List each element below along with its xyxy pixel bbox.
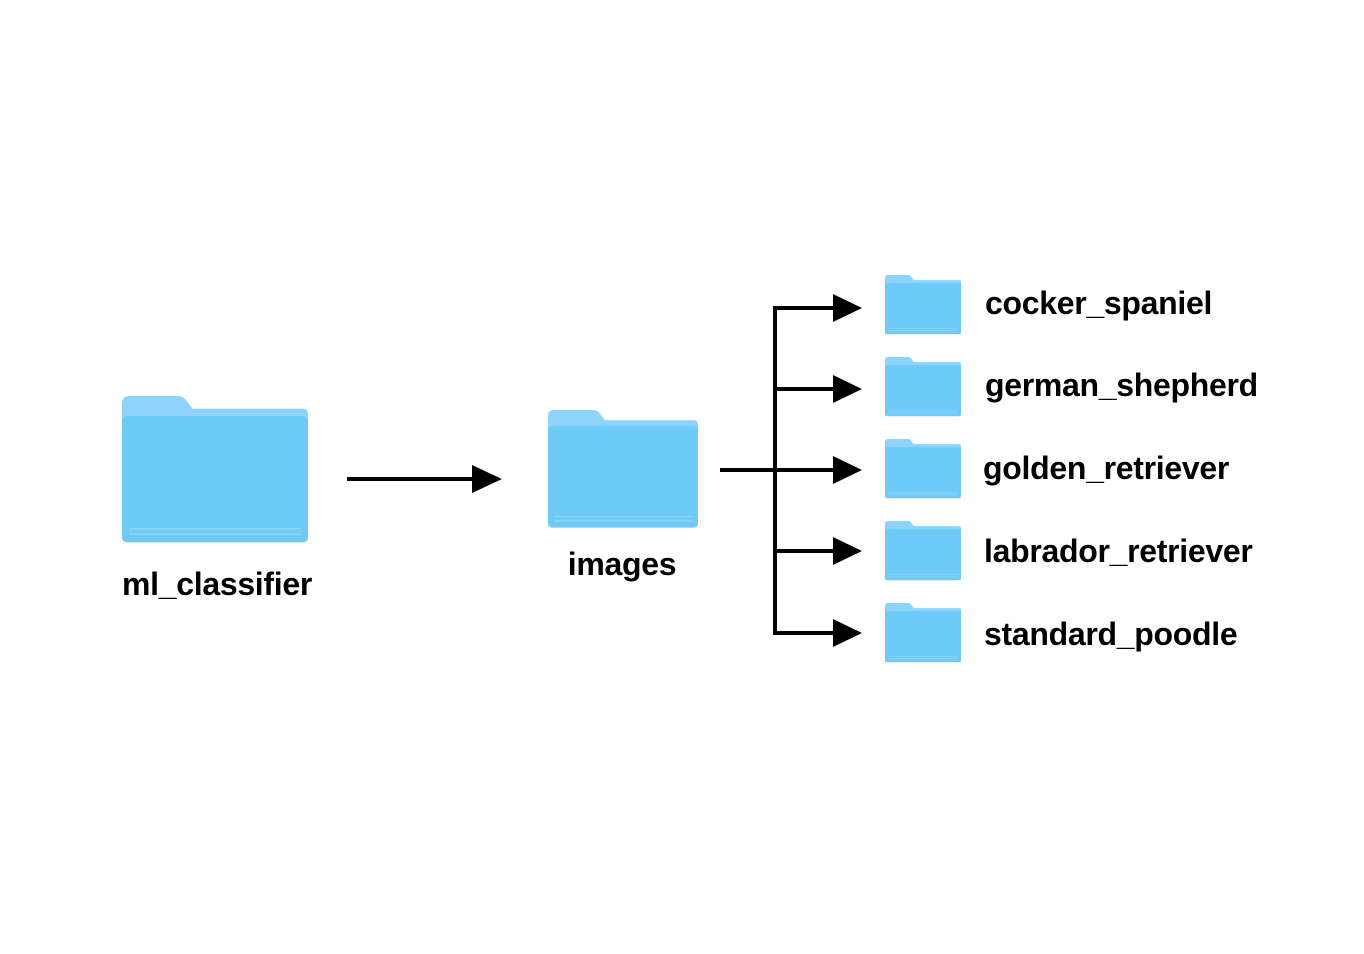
images-folder-label: images [567, 546, 677, 582]
branch-arrow [773, 456, 862, 484]
images-folder-icon[interactable] [547, 409, 699, 529]
golden-retriever-folder-icon[interactable] [884, 438, 962, 499]
german-shepherd-folder-icon[interactable] [884, 356, 962, 417]
class-folder-label-german-shepherd: german_shepherd [985, 367, 1258, 403]
branch-arrow [773, 375, 862, 403]
root-folder-icon[interactable] [121, 395, 309, 543]
class-folder-label-labrador-retriever: labrador_retriever [984, 533, 1253, 569]
labrador-retriever-folder-icon[interactable] [884, 520, 962, 581]
class-folder-label-golden-retriever: golden_retriever [983, 450, 1229, 486]
root-to-images-arrow [347, 465, 502, 493]
standard-poodle-folder-icon[interactable] [884, 602, 962, 663]
root-folder-label: ml_classifier [121, 566, 313, 602]
cocker-spaniel-folder-icon[interactable] [884, 274, 962, 335]
class-folder-label-cocker-spaniel: cocker_spaniel [985, 285, 1213, 321]
branch-arrow [773, 619, 862, 647]
branch-arrow [773, 294, 862, 322]
branch-connector [720, 306, 777, 634]
class-folder-label-standard-poodle: standard_poodle [984, 616, 1238, 652]
branch-arrow [773, 537, 862, 565]
